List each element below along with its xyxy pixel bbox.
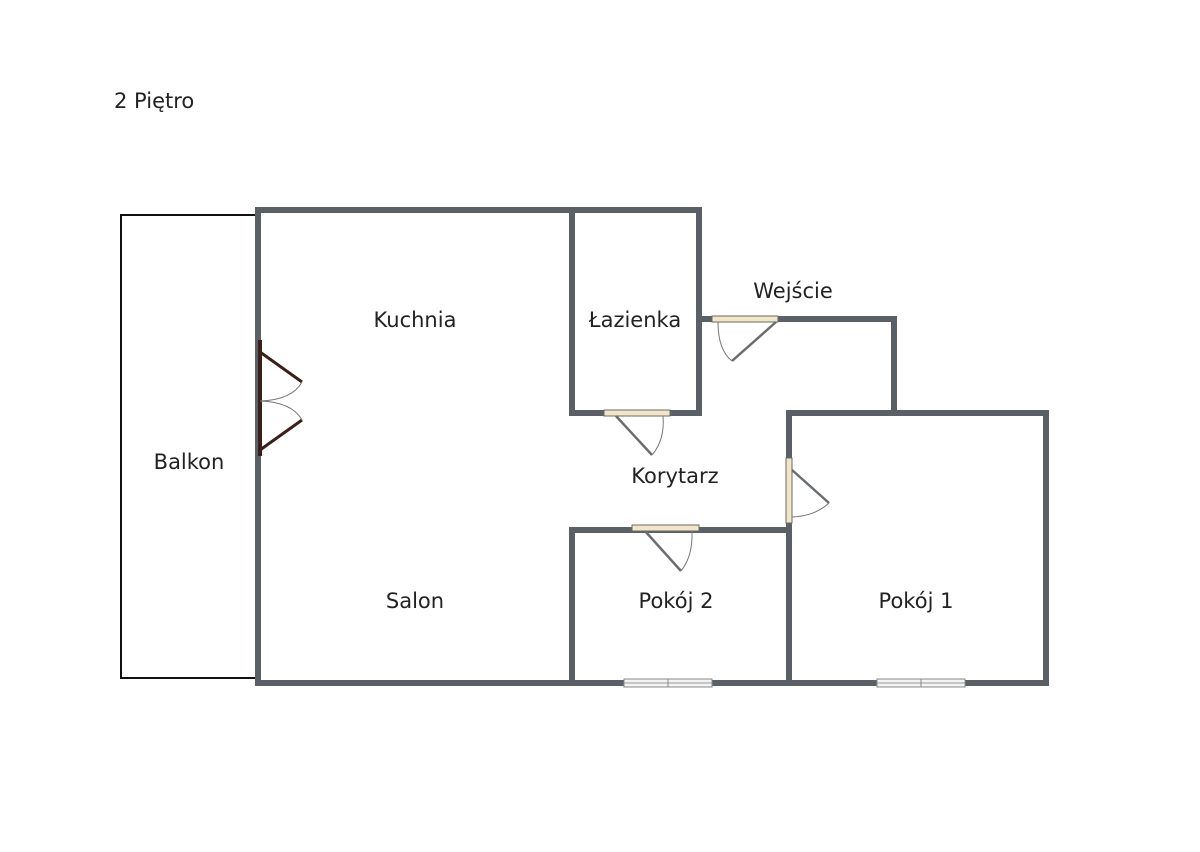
room1-window	[876, 678, 966, 688]
balcony-door	[258, 340, 303, 456]
room2-window	[623, 678, 713, 688]
room-label-salon: Salon	[386, 589, 444, 613]
room-label-kuchnia: Kuchnia	[374, 308, 457, 332]
room1-door	[785, 457, 830, 524]
entrance-door	[711, 315, 779, 362]
room-label-pokoj1: Pokój 1	[879, 589, 954, 613]
room-label-lazienka: Łazienka	[588, 308, 681, 332]
bathroom-door	[603, 409, 671, 456]
room-label-korytarz: Korytarz	[631, 464, 718, 488]
room-label-wejscie: Wejście	[753, 279, 833, 303]
room2-door	[631, 524, 700, 572]
floor-title: 2 Piętro	[114, 89, 194, 113]
balcony-outline	[120, 214, 259, 679]
room-label-pokoj2: Pokój 2	[639, 589, 714, 613]
room-label-balkon: Balkon	[154, 450, 225, 474]
